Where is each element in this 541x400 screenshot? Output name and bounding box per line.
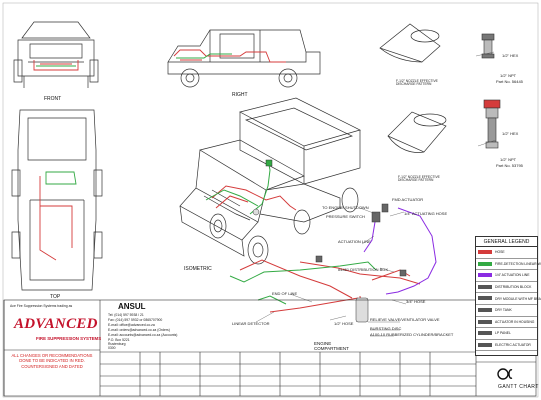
contact-email-orders: E-mail: orders@advanced.co.za (Orders) [108, 328, 170, 332]
legend-swatch [478, 307, 492, 312]
legend-label: LP PANEL [495, 331, 511, 336]
company-line: Ace Fire Suppression Systems trading as [10, 304, 73, 308]
view-title-front: FRONT [44, 96, 62, 102]
legend-swatch [478, 250, 492, 254]
isometric-detection [205, 159, 377, 305]
contact-tel: Tel: (014) 597 5938 / 21 [108, 313, 144, 317]
legend-swatch [478, 319, 492, 324]
nozzle-detail-1 [379, 23, 441, 63]
legend-rows: HOSE FIRE-DETECTION LINEAR WIRE 1/4" ACTUA… [476, 247, 541, 352]
legend-swatch [478, 284, 492, 289]
callout-fmd-actuator: FMD ACTUATOR [392, 197, 424, 202]
legend-row: DISTRIBUTION BLOCK [476, 282, 537, 294]
callout-npt-1: 1/2" NPT [500, 73, 517, 78]
callout-bursting-disc: BURSTING DISC [370, 326, 402, 331]
legend-label: DISTRIBUTION BLOCK [495, 284, 532, 289]
revision-notice: ALL CHANGES OR RECOMMENDATIONS DONE TO B… [11, 353, 93, 369]
callout-nozzle-pattern-2: F-1/2" NOZZLE EFFECTIVE DISCHARGE PATTER… [398, 175, 440, 183]
isometric-hose [211, 185, 421, 321]
right-view-detection [176, 53, 232, 59]
legend-swatch [478, 296, 492, 301]
callout-cylinder-bracket: A100-10 RUBBERIZED CYLINDER/BRACKET [370, 332, 454, 337]
callout-hose-34: 3/4" HOSE [406, 299, 426, 304]
callout-part-2: Part No. 53795 [496, 163, 523, 168]
legend-row: DRY TANK [476, 305, 537, 317]
contact-pobox: P.O. Box 5221 [108, 338, 130, 342]
isometric-actuation [363, 207, 437, 295]
view-title-isometric: ISOMETRIC [184, 266, 212, 272]
ansul-logo: ANSUL [118, 302, 146, 311]
contact-email-office: E-mail: office@advanced.co.za [108, 323, 155, 327]
callout-nozzle-pattern-1: F-1/2" NOZZLE EFFECTIVE DISCHARGE PATTER… [396, 79, 438, 87]
legend-label: HOSE [495, 250, 505, 255]
legend-label: DRY MODULE WITH MF BRACKET [495, 296, 541, 301]
brand-logo: ADVANCED [14, 316, 98, 332]
legend-swatch [478, 342, 492, 347]
callout-npt-2: 1/2" NPT [500, 157, 517, 162]
top-view-hose [39, 176, 73, 261]
brand-subtitle: FIRE SUPPRESSION SYSTEMS [36, 336, 102, 341]
callout-actuation-line: ACTUATION LINE [338, 239, 371, 244]
right-view [167, 29, 321, 88]
legend-label: 1/4" ACTUATION LINE [495, 273, 530, 278]
view-title-engine-compartment: ENGINE COMPARTMENT [314, 341, 349, 351]
legend-label: ELECTRIC ACTUATOR [495, 342, 531, 347]
nozzle-detail-2 [387, 111, 447, 153]
callout-distribution-box: #4461 DISTRIBUTION BOX [338, 267, 389, 272]
front-view [13, 21, 99, 88]
legend-title: GENERAL LEGEND [476, 237, 537, 247]
legend-row: LP PANEL [476, 328, 537, 340]
contact-code: 0300 [108, 346, 116, 350]
top-view-detection [45, 171, 77, 185]
callout-hex-1: 1/2" HEX [502, 53, 519, 58]
view-title-right: RIGHT [232, 92, 248, 98]
callout-hose-12: 1/2" HOSE [334, 321, 354, 326]
callout-engine-shutdown: TO ENGINE SHUTDOWN [322, 205, 369, 210]
legend-label: FIRE-DETECTION LINEAR WIRE [495, 261, 541, 266]
legend-row: HOSE [476, 247, 537, 259]
gantt-chart-label: GANTT CHART [498, 384, 539, 390]
view-title-top: TOP [50, 294, 61, 300]
legend-row: 1/4" ACTUATION LINE [476, 270, 537, 282]
callout-hex-2: 1/2" HEX [502, 131, 519, 136]
front-view-hose [33, 60, 79, 71]
fitting-detail-2 [483, 99, 501, 149]
legend-row: ELECTRIC ACTUATOR [476, 340, 537, 352]
general-legend: GENERAL LEGEND HOSE FIRE-DETECTION LINEAR… [475, 236, 541, 356]
gantt-logo [497, 368, 513, 380]
fitting-detail-1 [481, 33, 495, 59]
legend-row: ACTUATOR IN HOUSING [476, 317, 537, 329]
callout-actuating-hose: 1/4" ACTUATING HOSE [404, 211, 448, 216]
leader-lines [255, 51, 497, 337]
contact-city: Rustenburg [108, 342, 126, 346]
callout-end-of-line: END OF LINE [272, 291, 298, 296]
callout-pressure-switch: PRESSURE SWITCH [326, 214, 365, 219]
top-view [11, 109, 103, 291]
legend-swatch [478, 273, 492, 278]
legend-label: DRY TANK [495, 308, 512, 313]
callout-linear-detector: LINEAR DETECTOR [232, 321, 270, 326]
callout-part-1: Part No. 56445 [496, 79, 523, 84]
isometric-components [252, 159, 407, 323]
legend-swatch [478, 331, 492, 336]
callout-relieve-valve: RELIEVE VALVE/VENTILATOR VALVE [370, 317, 440, 322]
contact-fax: Fax: (014) 597 5932 or 0865707900 [108, 318, 163, 322]
legend-row: DRY MODULE WITH MF BRACKET [476, 293, 541, 305]
legend-swatch [478, 261, 492, 266]
isometric-view [179, 97, 361, 265]
right-view-hose [173, 49, 286, 63]
title-block-grid [3, 299, 537, 397]
contact-email-accounts: E-mail: accounts@advanced.co.za (Account… [108, 333, 178, 337]
legend-label: ACTUATOR IN HOUSING [495, 319, 535, 324]
legend-row: FIRE-DETECTION LINEAR WIRE [476, 259, 541, 271]
